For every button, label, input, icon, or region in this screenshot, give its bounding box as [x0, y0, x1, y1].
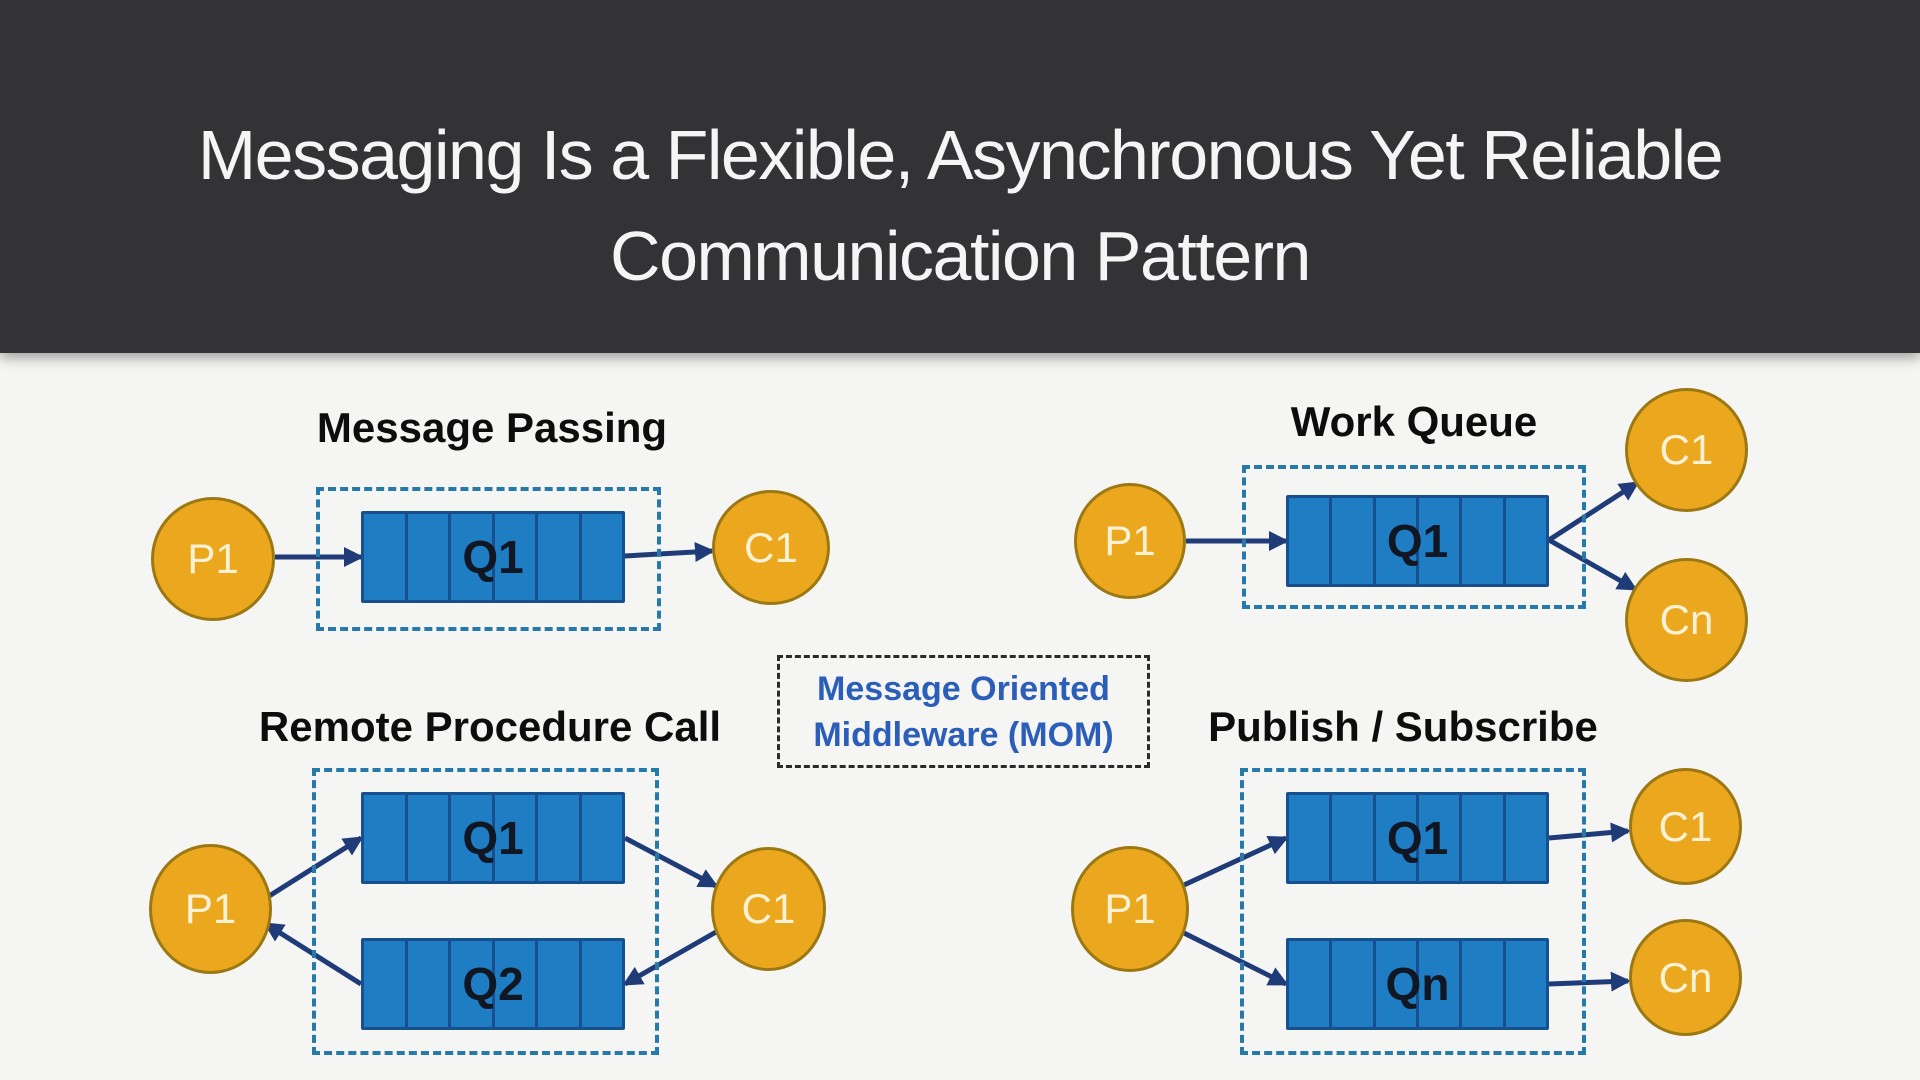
queue-segment — [1462, 795, 1506, 881]
queue-label: Q1 — [1386, 515, 1449, 567]
queue-segment — [495, 514, 538, 600]
queue-segment — [364, 514, 408, 600]
consumer-label: Cn — [1658, 953, 1713, 1001]
message-passing-consumer-node: C1 — [712, 490, 830, 605]
message-passing-broker-boundary — [316, 487, 661, 631]
arrow-rpc-consumer-to-reply-queue — [622, 929, 718, 987]
queue-segment — [364, 795, 408, 881]
slide-header: Messaging Is a Flexible, Asynchronous Ye… — [0, 0, 1920, 353]
consumer-label: Cn — [1659, 596, 1714, 643]
arrow-ps-queue-n-to-consumer-n — [1548, 971, 1631, 992]
queue-label: Q1 — [1386, 812, 1449, 864]
slide-title-line-1: Messaging Is a Flexible, Asynchronous Ye… — [197, 115, 1724, 194]
consumer-label: C1 — [1658, 802, 1713, 850]
queue-segment — [1289, 498, 1333, 584]
queue-segments — [1289, 498, 1546, 584]
queue-segment — [1419, 941, 1463, 1027]
queue-segment — [1419, 795, 1463, 881]
arrow-ps-producer-to-queue1 — [1182, 835, 1289, 888]
queue-segment — [538, 514, 582, 600]
work-queue-queue: Q1 — [1286, 495, 1549, 587]
arrow-ps-queue1-to-consumer1 — [1548, 822, 1631, 843]
work-queue-title: Work Queue — [1290, 398, 1538, 445]
rpc-reply-queue: Q2 — [361, 938, 625, 1030]
arrow-rpc-request-queue-to-consumer — [623, 835, 719, 889]
queue-segment — [451, 514, 495, 600]
queue-segment — [495, 941, 538, 1027]
queue-segment — [1462, 498, 1506, 584]
producer-label: P1 — [187, 535, 239, 582]
rpc-consumer-node: C1 — [711, 847, 826, 971]
queue-segment — [364, 941, 408, 1027]
queue-segments — [1289, 795, 1546, 881]
queue-segment — [538, 795, 582, 881]
queue-segments — [364, 941, 622, 1027]
queue-segment — [451, 941, 495, 1027]
queue-label: Qn — [1385, 958, 1450, 1010]
queue-label: Q1 — [462, 531, 524, 583]
producer-label: P1 — [184, 885, 237, 932]
work-queue-producer-node: P1 — [1074, 483, 1186, 599]
mom-box: Message Oriented Middleware (MOM) — [777, 655, 1150, 768]
rpc-producer-node: P1 — [149, 844, 272, 974]
consumer-label: C1 — [741, 885, 796, 932]
publish-subscribe-queue1: Q1 — [1286, 792, 1549, 884]
consumer-label: C1 — [744, 523, 798, 571]
publish-subscribe-producer-node: P1 — [1071, 846, 1189, 972]
producer-label: P1 — [1104, 517, 1156, 564]
publish-subscribe-title: Publish / Subscribe — [1208, 703, 1598, 750]
rpc-title: Remote Procedure Call — [258, 703, 722, 750]
queue-segment — [1376, 941, 1419, 1027]
queue-segment — [1332, 498, 1376, 584]
queue-segment — [1419, 498, 1463, 584]
publish-subscribe-consumer-n-node: Cn — [1629, 919, 1742, 1036]
queue-segment — [1289, 795, 1333, 881]
arrow-wq-queue-to-consumer1 — [1547, 480, 1640, 543]
mom-line-2: Middleware (MOM) — [813, 715, 1114, 754]
queue-segment — [451, 795, 495, 881]
publish-subscribe-broker-boundary — [1240, 768, 1586, 1055]
queue-segment — [1376, 498, 1419, 584]
queue-segment — [1332, 941, 1376, 1027]
queue-segment — [538, 941, 582, 1027]
queue-segment — [1332, 795, 1376, 881]
publish-subscribe-queue-n: Qn — [1286, 938, 1549, 1030]
rpc-request-queue: Q1 — [361, 792, 625, 884]
producer-label: P1 — [1104, 885, 1156, 932]
queue-segment — [495, 795, 538, 881]
consumer-label: C1 — [1659, 426, 1714, 473]
slide-title-line-2: Communication Pattern — [610, 216, 1311, 295]
queue-segment — [1289, 941, 1333, 1027]
arrow-wq-queue-to-consumer-n — [1547, 537, 1638, 592]
work-queue-consumer1-node: C1 — [1625, 388, 1748, 512]
work-queue-broker-boundary — [1242, 465, 1586, 609]
queue-segments — [1289, 941, 1546, 1027]
queue-label: Q2 — [462, 958, 524, 1010]
message-passing-queue: Q1 — [361, 511, 625, 603]
mom-line-1: Message Oriented — [817, 669, 1110, 708]
queue-segments — [364, 795, 622, 881]
queue-segment — [408, 795, 451, 881]
queue-segments — [364, 514, 622, 600]
publish-subscribe-consumer1-node: C1 — [1629, 768, 1742, 885]
arrow-mp-queue-to-consumer — [624, 541, 715, 562]
queue-segment — [1462, 941, 1506, 1027]
queue-segment — [408, 514, 451, 600]
arrow-ps-producer-to-queue-n — [1182, 930, 1289, 987]
work-queue-consumer-n-node: Cn — [1625, 558, 1748, 682]
queue-segment — [408, 941, 451, 1027]
rpc-broker-boundary — [312, 768, 659, 1055]
message-passing-title: Message Passing — [316, 404, 668, 451]
message-passing-producer-node: P1 — [151, 497, 275, 621]
queue-segment — [1376, 795, 1419, 881]
queue-label: Q1 — [462, 812, 524, 864]
